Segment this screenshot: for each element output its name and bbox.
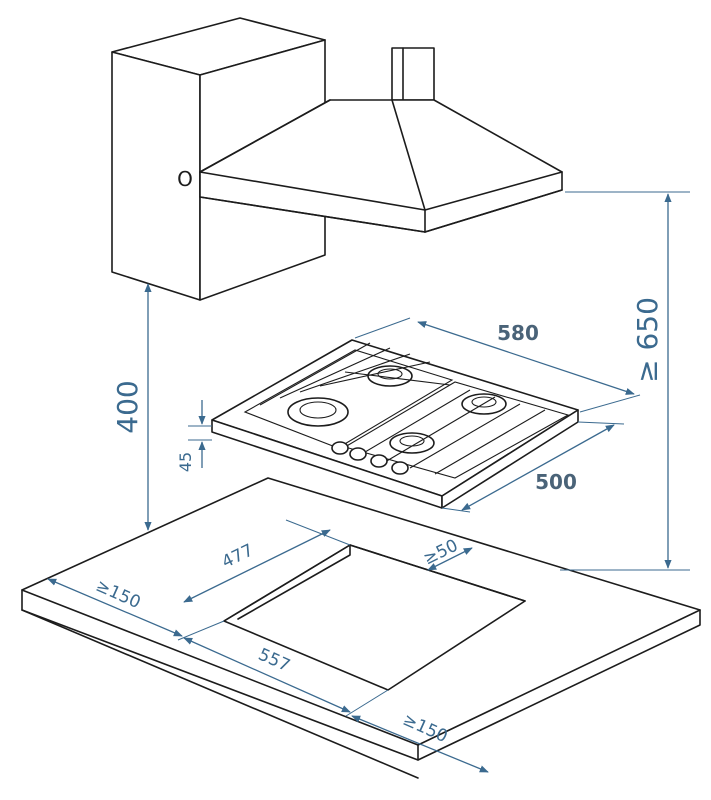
cooker-hood xyxy=(199,47,563,233)
label-hood-height: ≥ 650 xyxy=(631,297,664,383)
control-knobs xyxy=(331,441,409,475)
label-hob-width: 580 xyxy=(497,321,539,345)
dimension-lines xyxy=(47,191,690,773)
burner-rear xyxy=(367,365,413,387)
burner-front xyxy=(389,432,435,454)
label-cabinet-height: 400 xyxy=(111,380,144,433)
burner-large xyxy=(287,397,349,427)
label-hob-depth: 500 xyxy=(535,470,577,494)
label-hob-thickness: 45 xyxy=(176,452,195,472)
hood-knob-label: O xyxy=(177,167,193,191)
worktop xyxy=(21,477,701,779)
